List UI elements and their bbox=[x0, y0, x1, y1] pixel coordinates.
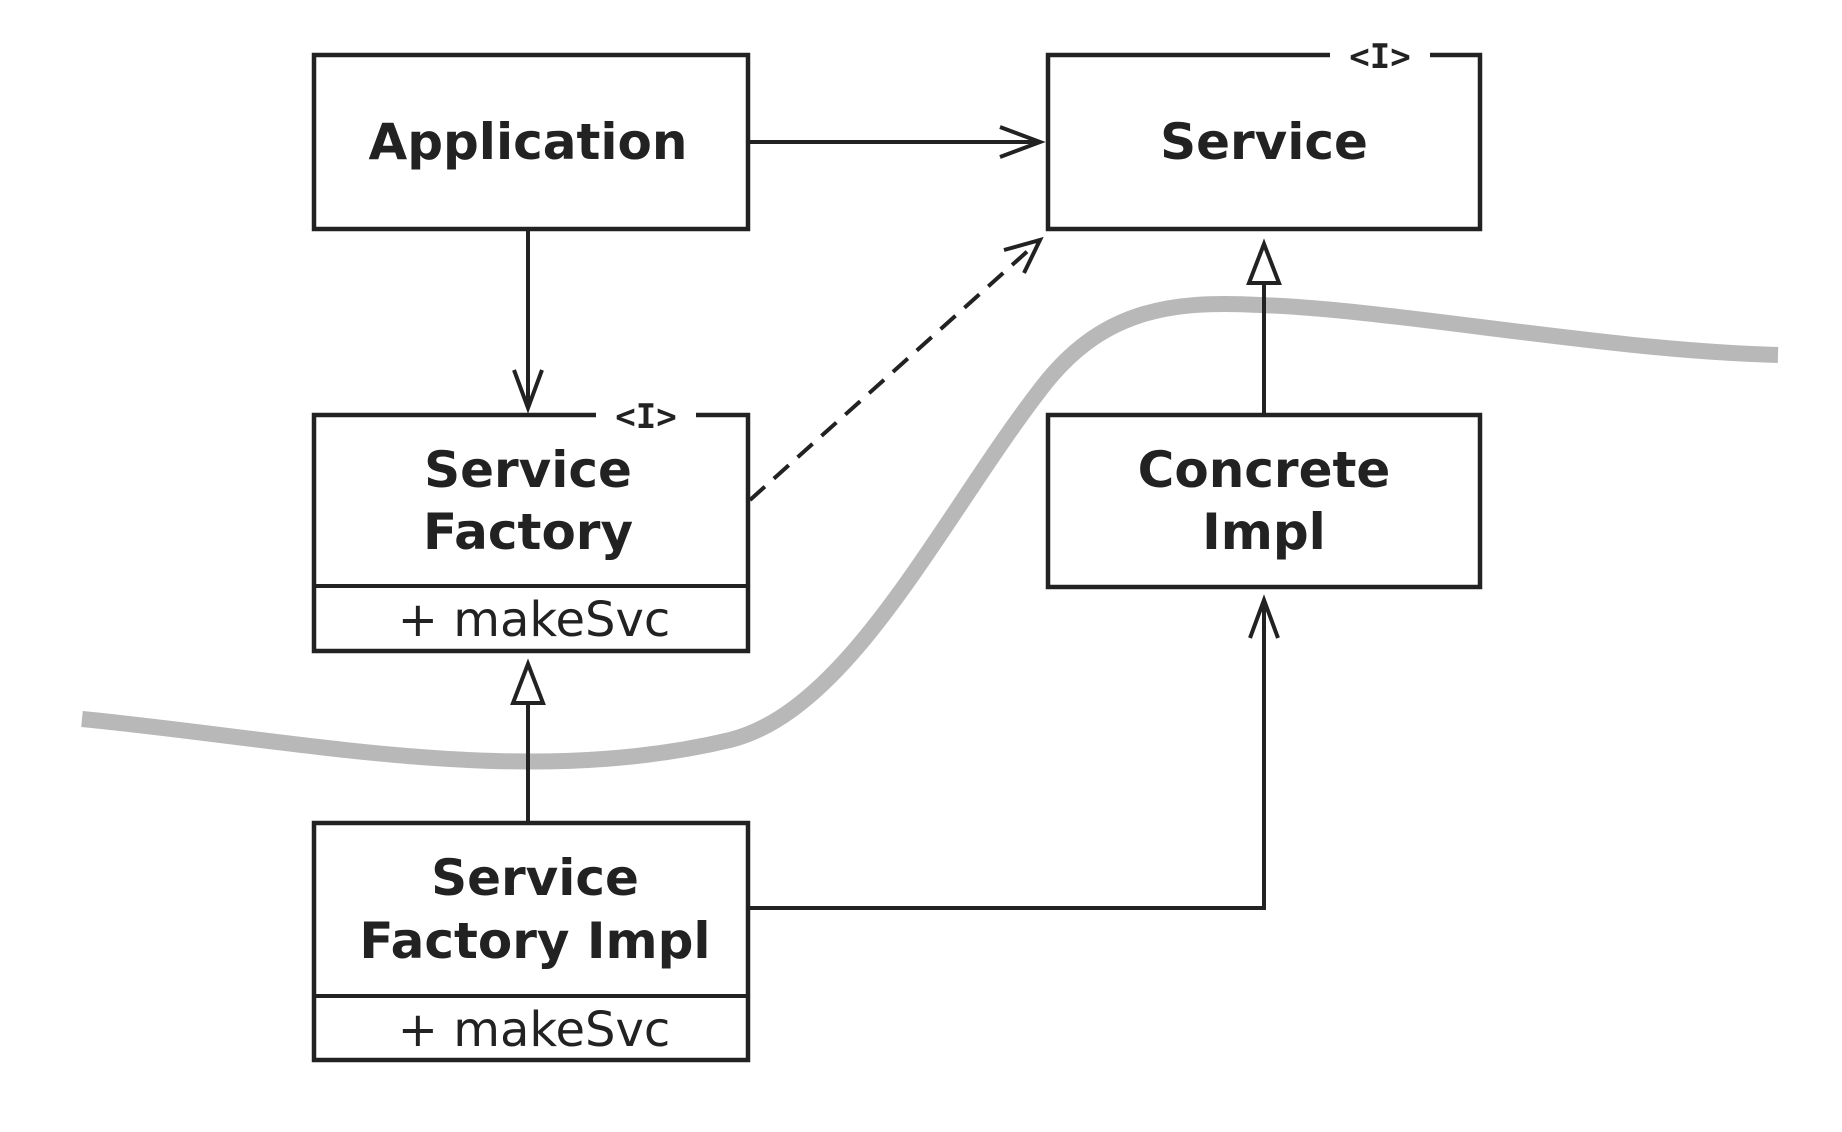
service-title: Service bbox=[1160, 113, 1368, 171]
service-factory-title-line-2: Factory bbox=[423, 503, 633, 561]
concrete-impl-title-line-1: Concrete bbox=[1138, 441, 1391, 499]
service-factory-method: + makeSvc bbox=[398, 592, 671, 648]
concrete-impl-class-box[interactable]: Concrete Impl bbox=[1045, 412, 1483, 590]
service-factory-impl-title-line-2: Factory Impl bbox=[359, 912, 710, 970]
edge-service-factory-impl-to-service-factory-realization bbox=[510, 658, 546, 823]
edge-service-factory-to-service-dependency bbox=[748, 236, 1044, 502]
edge-application-to-service-factory bbox=[512, 230, 544, 414]
service-factory-impl-title-line-1: Service bbox=[431, 849, 639, 907]
edge-concrete-impl-to-service-realization bbox=[1246, 238, 1282, 415]
concrete-impl-title-line-2: Impl bbox=[1202, 503, 1326, 561]
architectural-boundary-curve bbox=[81, 295, 1779, 770]
service-factory-stereotype: <I> bbox=[615, 397, 676, 437]
service-factory-impl-class-box[interactable]: Service Factory Impl + makeSvc bbox=[311, 820, 751, 1063]
service-interface-stereotype: <I> bbox=[1349, 37, 1410, 77]
service-factory-impl-method: + makeSvc bbox=[398, 1002, 671, 1058]
service-factory-interface-box[interactable]: <I> Service Factory + makeSvc bbox=[311, 397, 751, 654]
application-title: Application bbox=[369, 113, 688, 171]
service-factory-title-line-1: Service bbox=[424, 441, 632, 499]
service-interface-box[interactable]: <I> Service bbox=[1045, 37, 1483, 232]
application-class-box[interactable]: Application bbox=[311, 52, 751, 232]
edge-application-to-service bbox=[750, 125, 1046, 159]
edge-service-factory-impl-to-concrete-impl bbox=[750, 594, 1280, 910]
